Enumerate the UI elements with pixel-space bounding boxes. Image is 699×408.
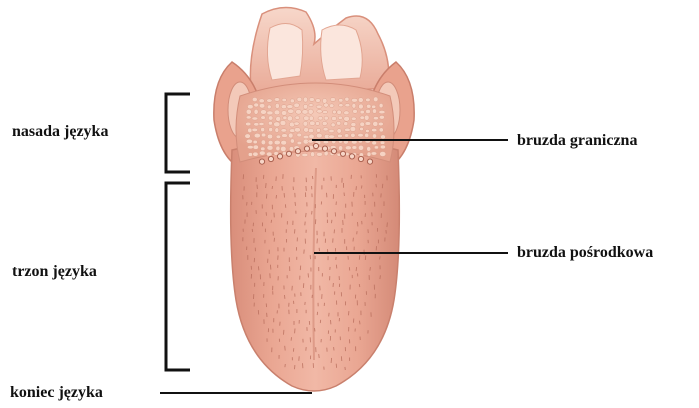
body-bracket: [166, 183, 190, 370]
label-tongue-body: trzon języka: [12, 264, 97, 280]
label-median-sulcus: bruzda pośrodkowa: [517, 245, 653, 261]
label-tongue-base: nasada języka: [12, 124, 108, 140]
base-bracket: [166, 94, 190, 172]
label-tongue-tip: koniec języka: [10, 385, 103, 401]
label-terminal-sulcus: bruzda graniczna: [517, 133, 637, 149]
